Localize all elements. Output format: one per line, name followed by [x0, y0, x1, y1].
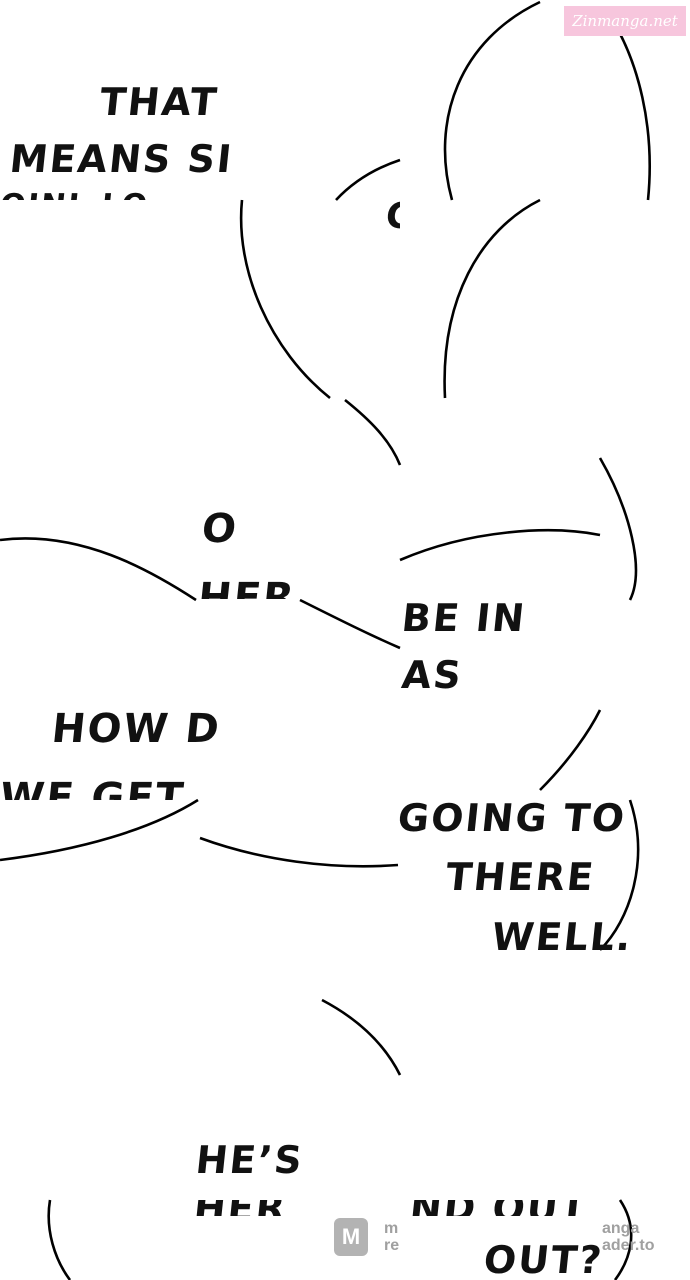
bubble-outline — [613, 1199, 633, 1280]
dialogue-fragment: HER — [198, 575, 299, 599]
bubble-outline — [299, 598, 401, 650]
dialogue-fragment: HE’S — [193, 1138, 306, 1182]
dialogue-fragment: MEANS SI — [7, 137, 236, 181]
bubble-outline — [604, 9, 651, 201]
dialogue-fragment: OUT? — [481, 1238, 606, 1280]
bubble-outline — [599, 799, 640, 951]
bubble-outline — [0, 537, 197, 602]
reader-logo-text: m — [384, 1220, 399, 1237]
bubble-outline — [443, 198, 541, 399]
dialogue-fragment: AS — [399, 653, 466, 697]
bubble-outline — [598, 457, 638, 601]
dialogue-fragment: G — [386, 196, 400, 236]
dialogue-fragment: HER — [194, 1200, 289, 1216]
reader-logo-text: anga — [602, 1220, 640, 1237]
dialogue-fragment: WE GET — [0, 775, 188, 800]
bubble-outline — [0, 798, 199, 862]
bubble-outline — [321, 998, 402, 1076]
dialogue-fragment: ND OUT — [410, 1200, 590, 1216]
reader-logo-icon: M — [334, 1218, 368, 1256]
dialogue-fragment: THERE — [443, 855, 598, 899]
bubble-outline — [399, 529, 601, 562]
bubble-outline — [239, 199, 331, 400]
bubble-outline — [443, 0, 541, 201]
bubble-outline — [539, 709, 602, 791]
site-watermark: Zinmanga.net — [564, 6, 686, 36]
cut-text-clip: HER — [194, 1200, 294, 1216]
bubble-outline — [199, 836, 399, 868]
dialogue-fragment: O — [199, 506, 241, 552]
dialogue-fragment: THAT — [97, 80, 221, 124]
dialogue-fragment: BE IN — [399, 596, 529, 640]
bubble-outline — [344, 398, 402, 466]
cut-text-clip: G — [386, 196, 400, 236]
cut-line-clip: OINL LO — [0, 190, 200, 200]
dialogue-fragment: HOW D — [49, 706, 224, 752]
cut-text-clip: WE GET — [0, 775, 200, 800]
bubble-outline — [335, 158, 401, 201]
bubble-outline — [47, 1199, 72, 1280]
dialogue-fragment: WELL. — [489, 915, 636, 959]
cut-text-clip: ND OUT — [410, 1200, 600, 1216]
dialogue-fragment: OINL LO — [0, 190, 151, 200]
dialogue-fragment: GOING TO — [395, 796, 629, 840]
reader-logo-text: ader.to — [602, 1237, 655, 1254]
reader-logo-text: re — [384, 1237, 400, 1254]
cut-text-clip: HER — [198, 575, 308, 599]
